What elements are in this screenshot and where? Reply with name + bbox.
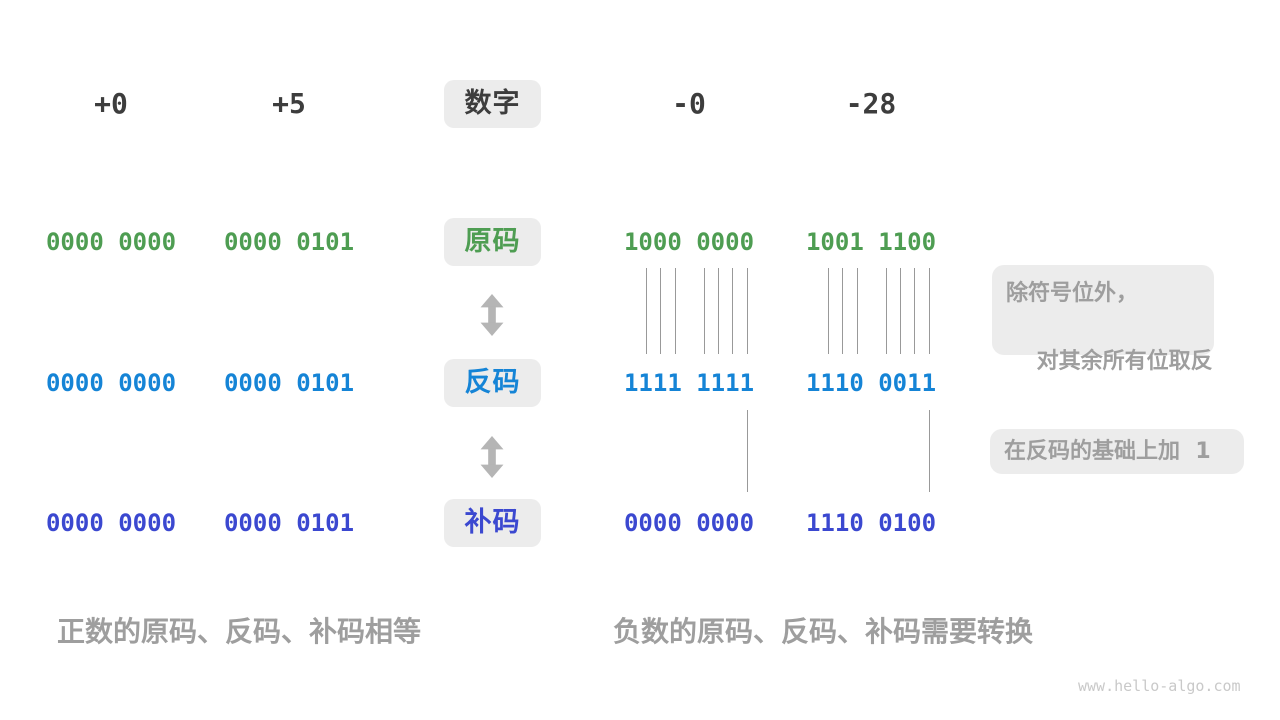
ones-complement-value: 0000 0101 xyxy=(223,369,355,397)
negative-caption: 负数的原码、反码、补码需要转换 xyxy=(613,615,1034,648)
invert-note: 除符号位外， 对其余所有位取反 xyxy=(992,265,1214,374)
twos-complement-value: 0000 0000 xyxy=(623,509,755,537)
invert-note-line2: 对其余所有位取反 xyxy=(1036,349,1213,374)
sign-magnitude-value: 1001 1100 xyxy=(805,228,937,256)
bit-invert-line xyxy=(704,268,705,354)
bit-invert-line xyxy=(747,268,748,354)
header-label-box: 数字 xyxy=(444,80,541,128)
bit-invert-line xyxy=(900,268,901,354)
sign-magnitude-label-box: 原码 xyxy=(444,218,541,266)
twos-complement-value: 0000 0000 xyxy=(45,509,177,537)
ones-complement-value: 0000 0000 xyxy=(45,369,177,397)
sign-magnitude-value: 0000 0101 xyxy=(223,228,355,256)
decimal-value: +5 xyxy=(272,87,306,120)
sign-magnitude-value: 0000 0000 xyxy=(45,228,177,256)
bit-invert-line xyxy=(886,268,887,354)
ones-complement-label-box: 反码 xyxy=(444,359,541,407)
bit-invert-line xyxy=(842,268,843,354)
bit-invert-line xyxy=(914,268,915,354)
twos-complement-value: 1110 0100 xyxy=(805,509,937,537)
bit-invert-line xyxy=(646,268,647,354)
twos-complement-value: 0000 0101 xyxy=(223,509,355,537)
decimal-value: -0 xyxy=(672,87,706,120)
sign-magnitude-value: 1000 0000 xyxy=(623,228,755,256)
add-one-note: 在反码的基础上加 1 xyxy=(990,429,1244,474)
decimal-value: -28 xyxy=(845,87,897,120)
add-one-line xyxy=(747,410,748,492)
ones-complement-value: 1110 0011 xyxy=(805,369,937,397)
bit-invert-line xyxy=(828,268,829,354)
bit-invert-line xyxy=(857,268,858,354)
bit-invert-line xyxy=(660,268,661,354)
swap-arrow-icon xyxy=(480,294,504,336)
positive-caption: 正数的原码、反码、补码相等 xyxy=(57,615,422,648)
add-one-line xyxy=(929,410,930,492)
watermark: www.hello-algo.com xyxy=(1078,677,1241,695)
invert-note-line1: 除符号位外， xyxy=(1006,281,1139,306)
bit-invert-line xyxy=(675,268,676,354)
swap-arrow-icon xyxy=(480,436,504,478)
bit-invert-line xyxy=(732,268,733,354)
twos-complement-label-box: 补码 xyxy=(444,499,541,547)
bit-invert-line xyxy=(929,268,930,354)
bit-invert-line xyxy=(718,268,719,354)
ones-complement-value: 1111 1111 xyxy=(623,369,755,397)
decimal-value: +0 xyxy=(94,87,128,120)
